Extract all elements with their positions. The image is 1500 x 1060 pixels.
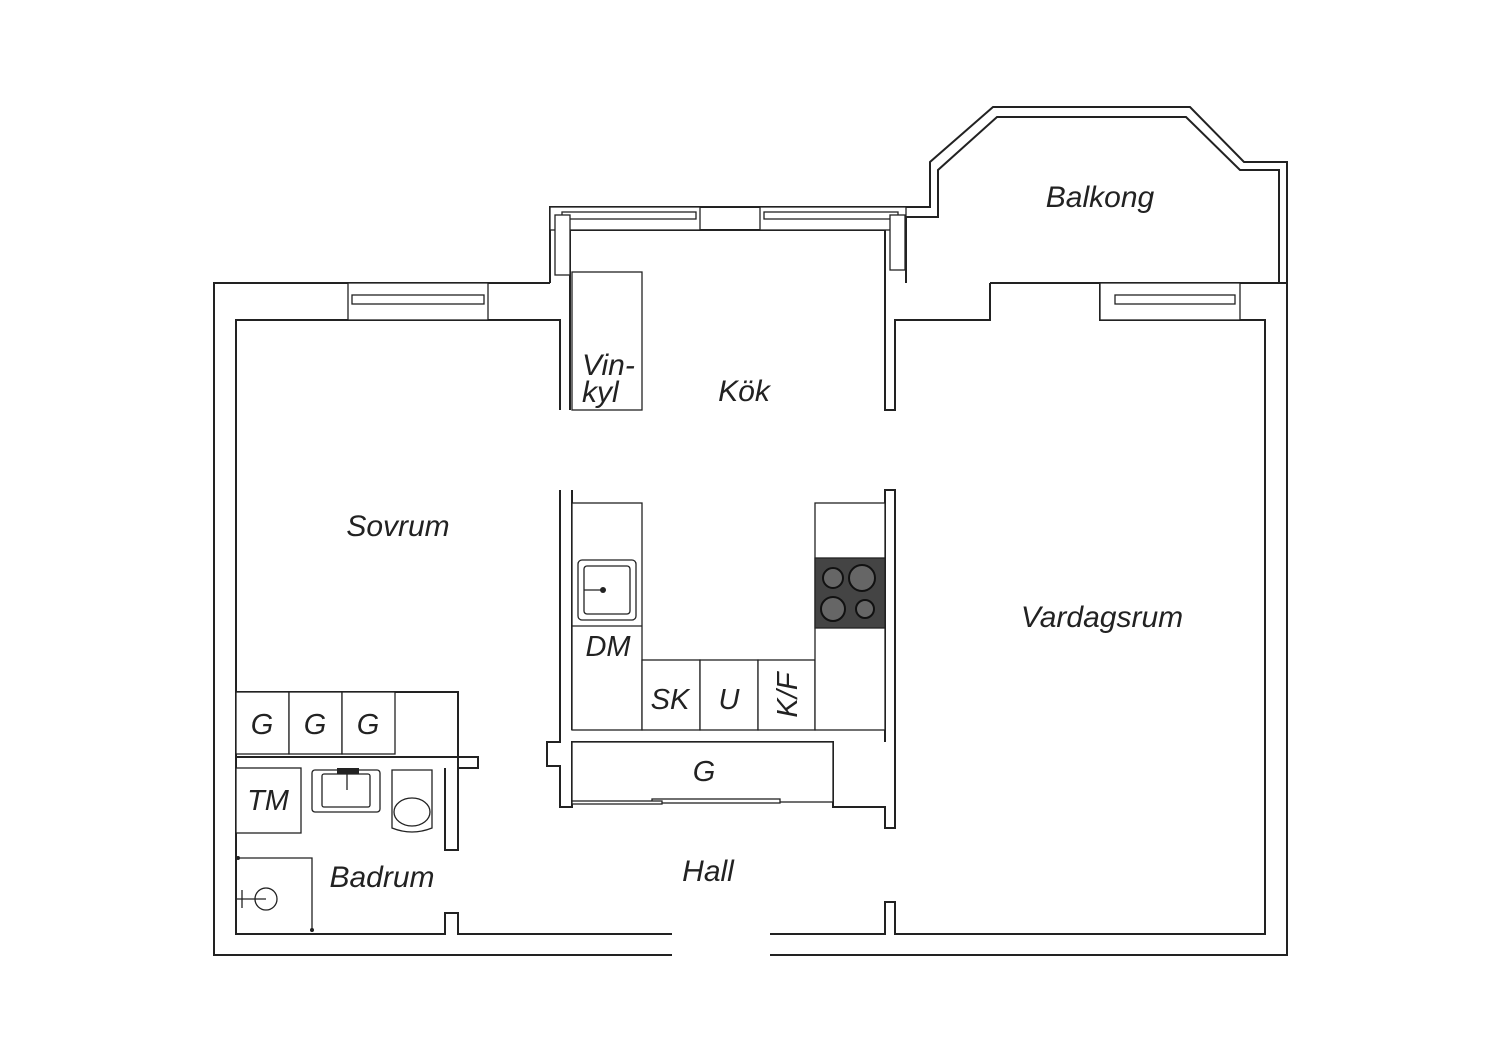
- room-label-bathroom: Badrum: [329, 861, 434, 894]
- freezer-cabinet-label: SK: [651, 684, 691, 716]
- wardrobe-label-1: G: [251, 709, 274, 741]
- room-label-bedroom: Sovrum: [346, 510, 449, 543]
- wardrobe-label-3: G: [357, 709, 380, 741]
- dishwasher-label: DM: [585, 631, 631, 663]
- room-label-living-room: Vardagsrum: [1021, 601, 1183, 634]
- inner-walls: [235, 229, 1266, 935]
- room-label-balcony: Balkong: [1046, 181, 1155, 214]
- wardrobe-label-hall: G: [693, 756, 716, 788]
- washing-machine-label: TM: [247, 785, 290, 817]
- room-labels: Balkong Kök Sovrum Vardagsrum Badrum Hal…: [329, 181, 1183, 894]
- room-label-kitchen: Kök: [718, 375, 772, 408]
- fridge-freezer-label: K/F: [772, 670, 804, 717]
- wardrobe-label-2: G: [304, 709, 327, 741]
- kitchen-fixtures: [571, 271, 886, 805]
- windows: [347, 206, 1241, 321]
- room-label-hall: Hall: [682, 855, 735, 888]
- bathroom-fixtures: [235, 691, 433, 932]
- stove-icon: [814, 557, 886, 629]
- fixture-labels: Vin- kyl DM SK U K/F G G G G TM: [247, 349, 804, 817]
- oven-label: U: [719, 684, 741, 716]
- wine-cooler-label-line2: kyl: [582, 376, 620, 409]
- wine-cooler-label-line1: Vin-: [582, 349, 635, 382]
